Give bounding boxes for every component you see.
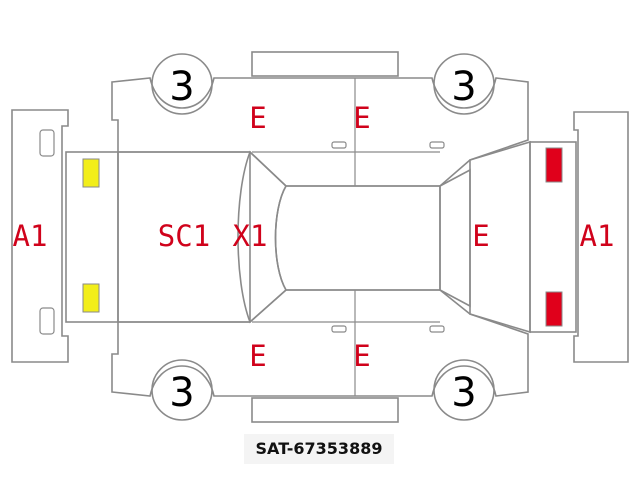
wheel-outline-rear-right	[433, 359, 495, 421]
front-bumper-code: A1	[13, 219, 48, 253]
rear-window	[439, 168, 471, 308]
yellow-marker-bottom	[82, 283, 100, 313]
lower-rear-door-code: E	[353, 339, 370, 373]
upper-rear-door-code: E	[353, 101, 370, 135]
top-side-body	[111, 77, 529, 187]
wheel-outline-rear-left	[433, 53, 495, 115]
wheel-outline-front-right	[151, 359, 213, 421]
rear-bumper	[573, 111, 629, 363]
windshield-code: X1	[233, 219, 268, 253]
upper-front-door-code: E	[249, 101, 266, 135]
diagram-caption: SAT-67353889	[244, 434, 394, 464]
trunk-code: E	[472, 219, 489, 253]
wheel-front-left-grade: 3	[169, 64, 194, 110]
top-roof-rail	[251, 51, 399, 77]
bottom-roof-rail	[251, 397, 399, 423]
rear-bumper-code: A1	[580, 219, 615, 253]
bottom-side-body	[111, 289, 529, 397]
roof	[274, 185, 441, 291]
hood-code: SC1	[158, 219, 210, 253]
red-marker-top	[545, 147, 563, 183]
wheel-outline-front-left	[151, 53, 213, 115]
red-marker-bottom	[545, 291, 563, 327]
lower-front-door-code: E	[249, 339, 266, 373]
yellow-marker-top	[82, 158, 100, 188]
trunk	[469, 140, 531, 334]
wheel-rear-right-grade: 3	[451, 370, 476, 416]
wheel-rear-left-grade: 3	[451, 64, 476, 110]
wheel-front-right-grade: 3	[169, 370, 194, 416]
front-bumper	[11, 109, 69, 363]
